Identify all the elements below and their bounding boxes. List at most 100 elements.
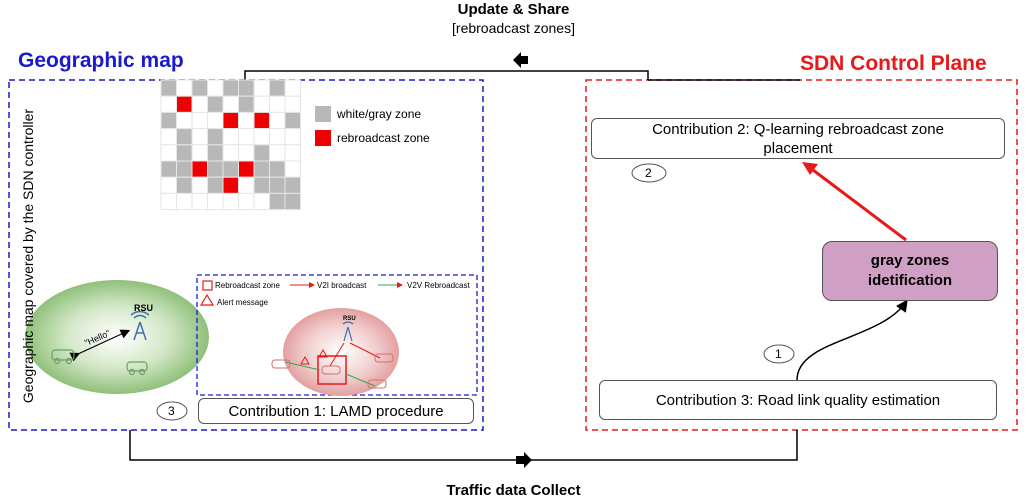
alert-icon bbox=[199, 293, 215, 306]
grid-cell-gray bbox=[269, 176, 286, 194]
rsu-tower-icon-inset bbox=[342, 321, 354, 342]
grid-cell-gray bbox=[284, 111, 301, 130]
hello-link bbox=[69, 329, 131, 362]
sdn-control-plane-panel bbox=[585, 79, 1018, 431]
contribution-2-label: Contribution 2: Q-learning rebroadcast z… bbox=[652, 120, 944, 158]
grid-cell-white bbox=[160, 176, 177, 194]
grid-cell-white bbox=[253, 128, 270, 146]
grid-cell-gray bbox=[284, 176, 301, 194]
grid-cell-gray bbox=[191, 79, 208, 97]
grid-cell-white bbox=[176, 111, 193, 130]
grid-cell-rebroadcast bbox=[222, 111, 239, 130]
update-share-connector bbox=[244, 70, 649, 80]
step-1-number: 1 bbox=[775, 347, 782, 361]
gray-zones-identification-box: gray zones idetification bbox=[822, 241, 998, 301]
step-2-oval bbox=[631, 163, 667, 183]
car-icon bbox=[126, 361, 148, 376]
grid-cell-white bbox=[253, 192, 270, 211]
grid-cell-gray bbox=[207, 128, 224, 146]
grid-cell-rebroadcast bbox=[253, 111, 270, 130]
grid-cell-gray bbox=[160, 111, 177, 130]
contribution-1-label: Contribution 1: LAMD procedure bbox=[228, 402, 444, 420]
grid-cell-gray bbox=[176, 144, 193, 162]
grid-cell-gray bbox=[222, 79, 239, 97]
grid-cell-white bbox=[191, 95, 208, 113]
grid-cell-white bbox=[160, 128, 177, 146]
grid-cell-white bbox=[284, 144, 301, 162]
grid-cell-white bbox=[191, 192, 208, 211]
grid-cell-white bbox=[176, 192, 193, 211]
grid-cell-gray bbox=[238, 79, 255, 97]
grid-cell-white bbox=[160, 95, 177, 113]
red-arrowhead bbox=[802, 162, 818, 175]
grid-cell-white bbox=[284, 95, 301, 113]
traffic-collect-connector bbox=[129, 430, 798, 461]
grid-cell-gray bbox=[176, 176, 193, 194]
grid-cell-gray bbox=[176, 128, 193, 146]
grid-cell-white bbox=[284, 160, 301, 178]
grid-cell-gray bbox=[269, 192, 286, 211]
grid-cell-gray bbox=[269, 160, 286, 178]
inset-legend-alert: Alert message bbox=[217, 298, 269, 307]
grid-cell-white bbox=[238, 128, 255, 146]
legend-rebroadcast-label: rebroadcast zone bbox=[337, 131, 430, 145]
update-share-subtitle: [rebroadcast zones] bbox=[452, 20, 575, 36]
rsu-tower-icon-left bbox=[130, 310, 150, 341]
legend-red-swatch bbox=[315, 130, 331, 146]
gray-zones-line2: idetification bbox=[867, 272, 953, 289]
grid-cell-rebroadcast bbox=[191, 160, 208, 178]
legend-gray-swatch bbox=[315, 106, 331, 122]
v2i-arrow bbox=[329, 342, 345, 367]
grid-cell-white bbox=[222, 192, 239, 211]
arrow-contribution3-to-gray bbox=[796, 299, 908, 381]
grid-cell-white bbox=[191, 176, 208, 194]
grid-cell-white bbox=[253, 79, 270, 97]
arrow-gray-to-contribution2 bbox=[812, 168, 907, 242]
grid-cell-white bbox=[269, 144, 286, 162]
contribution-2-box: Contribution 2: Q-learning rebroadcast z… bbox=[591, 118, 1005, 159]
gray-zones-line1: gray zones bbox=[870, 252, 950, 269]
left-arrow-icon bbox=[513, 52, 528, 68]
grid-cell-white bbox=[269, 111, 286, 130]
legend-white-gray-label: white/gray zone bbox=[337, 107, 422, 121]
grid-cell-white bbox=[207, 192, 224, 211]
grid-cell-gray bbox=[222, 160, 239, 178]
grid-cell-white bbox=[191, 144, 208, 162]
grid-cell-white bbox=[191, 128, 208, 146]
grid-cell-white bbox=[238, 176, 255, 194]
contribution-2-line2: placement bbox=[763, 139, 833, 157]
grid-cell-white bbox=[253, 95, 270, 113]
grid-cell-gray bbox=[284, 192, 301, 211]
inset-legend-v2v: V2V Rebroadcast bbox=[407, 281, 470, 290]
rsu-label-inset: RSU bbox=[343, 316, 356, 322]
grid-cell-white bbox=[176, 79, 193, 97]
geographic-map-panel bbox=[8, 79, 484, 431]
v2v-arrow bbox=[284, 361, 321, 371]
alert-icon bbox=[300, 348, 328, 365]
legend-rebroadcast-zone-icon bbox=[202, 280, 213, 291]
grid-cell-gray bbox=[269, 79, 286, 97]
grid-cell-gray bbox=[207, 95, 224, 113]
sdn-control-plane-title: SDN Control Plane bbox=[800, 52, 987, 75]
geographic-map-title: Geographic map bbox=[18, 49, 184, 72]
traffic-collect-title: Traffic data Collect bbox=[446, 482, 581, 499]
inset-legend-v2i: V2I broadcast bbox=[317, 281, 367, 290]
step-3-oval bbox=[156, 401, 188, 421]
grid-cell-gray bbox=[253, 176, 270, 194]
grid-cell-rebroadcast bbox=[222, 176, 239, 194]
step-2-number: 2 bbox=[645, 166, 652, 180]
contribution-2-line1: Contribution 2: Q-learning rebroadcast z… bbox=[652, 120, 944, 138]
grid-cell-white bbox=[238, 192, 255, 211]
grid-cell-gray bbox=[238, 95, 255, 113]
grid-cell-white bbox=[269, 128, 286, 146]
grid-cell-gray bbox=[176, 160, 193, 178]
v2v-arrow bbox=[345, 373, 376, 387]
grid-cell-white bbox=[207, 111, 224, 130]
grid-cell-gray bbox=[207, 176, 224, 194]
grid-cell-white bbox=[269, 95, 286, 113]
rsu-coverage-green bbox=[25, 280, 209, 394]
step-3-number: 3 bbox=[168, 404, 175, 418]
rsu-label-left: RSU bbox=[134, 303, 154, 313]
zone-grid bbox=[160, 79, 301, 211]
